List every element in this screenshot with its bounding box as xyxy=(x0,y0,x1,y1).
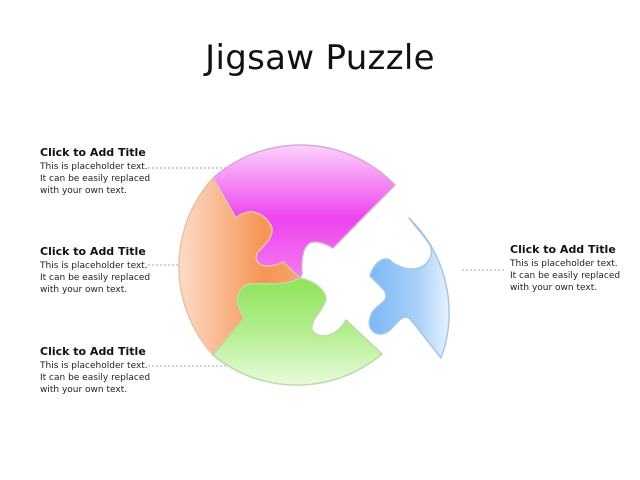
callout-title[interactable]: Click to Add Title xyxy=(510,243,616,256)
callout-text: This is placeholder text. xyxy=(40,261,148,271)
callout-text: It can be easily replaced xyxy=(40,273,151,283)
callout-text: with your own text. xyxy=(40,285,128,295)
callout-text: It can be easily replaced xyxy=(510,271,621,281)
callout-text: with your own text. xyxy=(40,385,128,395)
puzzle-piece-right xyxy=(368,217,450,359)
callout-text: This is placeholder text. xyxy=(510,259,618,269)
callout-middle-left: Click to Add Title This is placeholder t… xyxy=(40,245,190,296)
slide-title: Jigsaw Puzzle xyxy=(205,38,435,78)
puzzle-piece-bottom xyxy=(212,277,383,386)
callout-text: It can be easily replaced xyxy=(40,373,151,383)
callout-bottom-left: Click to Add Title This is placeholder t… xyxy=(40,345,190,396)
callout-title[interactable]: Click to Add Title xyxy=(40,146,146,159)
callout-top-left: Click to Add Title This is placeholder t… xyxy=(40,146,190,197)
callout-text: It can be easily replaced xyxy=(40,174,151,184)
callout-title[interactable]: Click to Add Title xyxy=(40,345,146,358)
callout-text: with your own text. xyxy=(40,186,128,196)
callout-right: Click to Add Title This is placeholder t… xyxy=(510,243,640,294)
callout-text: This is placeholder text. xyxy=(40,162,148,172)
callout-text: This is placeholder text. xyxy=(40,361,148,371)
callout-title[interactable]: Click to Add Title xyxy=(40,245,146,258)
callout-text: with your own text. xyxy=(510,283,598,293)
